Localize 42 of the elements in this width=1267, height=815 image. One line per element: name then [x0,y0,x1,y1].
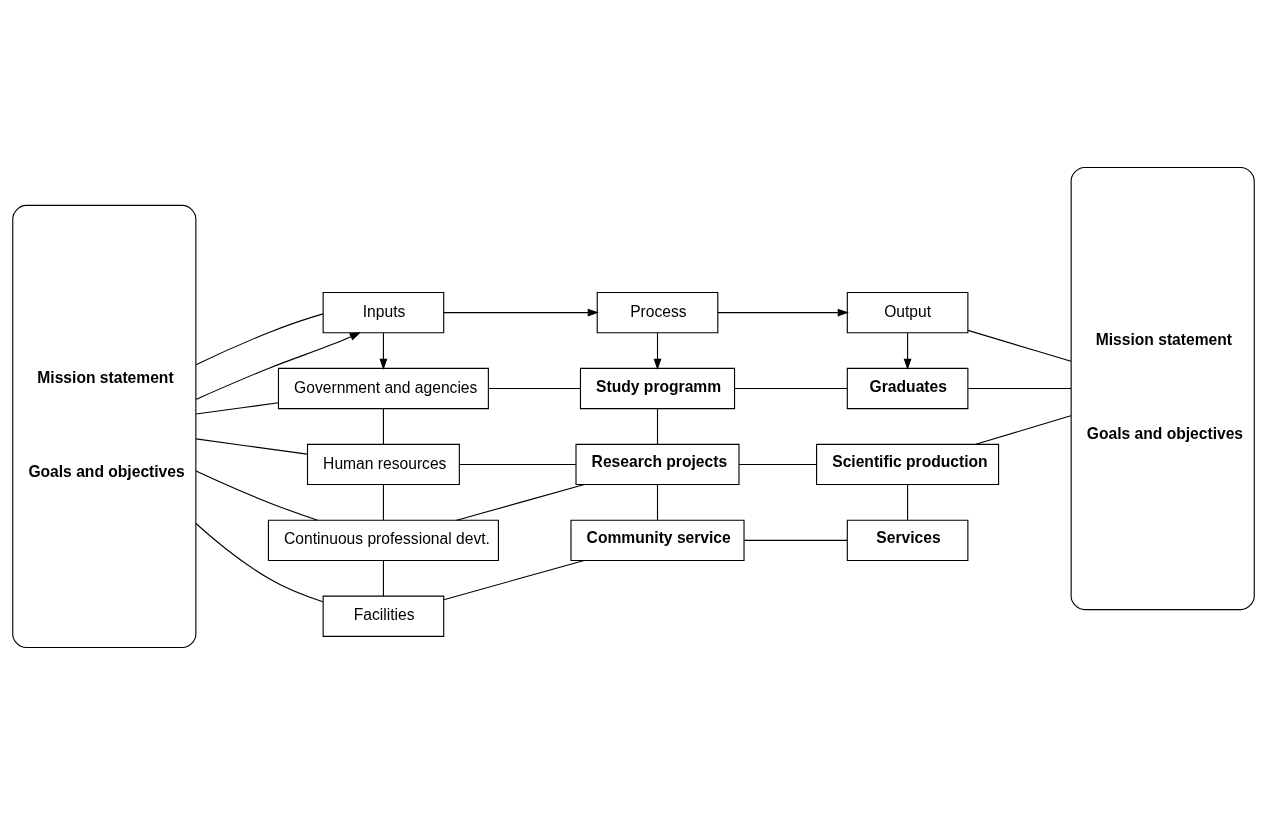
arrow [443,308,599,317]
node-box: Mission statement Goals and objectives [12,204,197,649]
node-box: Human resources [306,443,460,486]
arrow [903,332,912,371]
connector [382,408,384,445]
arrow [717,308,849,317]
connector [195,438,308,455]
node-box: Continuous professional devt. [267,519,499,561]
connector [195,402,280,415]
node-box: Mission statement Goals and objectives [1070,166,1255,611]
connector [656,484,659,521]
node-box: Scientific production [816,443,1000,486]
connector [743,539,848,541]
connector [967,329,1072,362]
arrow [379,332,388,371]
connector [443,559,585,601]
connector [656,408,659,445]
node-box: Research projects [575,443,740,486]
connector [487,387,581,390]
connector [382,560,384,597]
node-box: Community service [570,519,745,561]
connector [967,387,1072,390]
arrow [195,332,361,400]
node-box: Study programm [579,367,736,410]
arrow [653,332,662,371]
connector [195,470,319,521]
connector [456,484,585,521]
connector [907,484,909,521]
node-box: Output [846,291,969,334]
connector [195,313,324,366]
connector [382,484,384,521]
node-box: Process [596,291,719,334]
connector [738,463,818,465]
connector [734,387,848,390]
node-box: Services [846,519,969,561]
node-box: Graduates [846,367,969,410]
node-box: Government and agencies [277,367,489,410]
node-box: Facilities [322,595,445,637]
node-box: Inputs [322,291,445,334]
connector [459,463,577,465]
connector [975,415,1072,445]
connector [195,522,324,603]
